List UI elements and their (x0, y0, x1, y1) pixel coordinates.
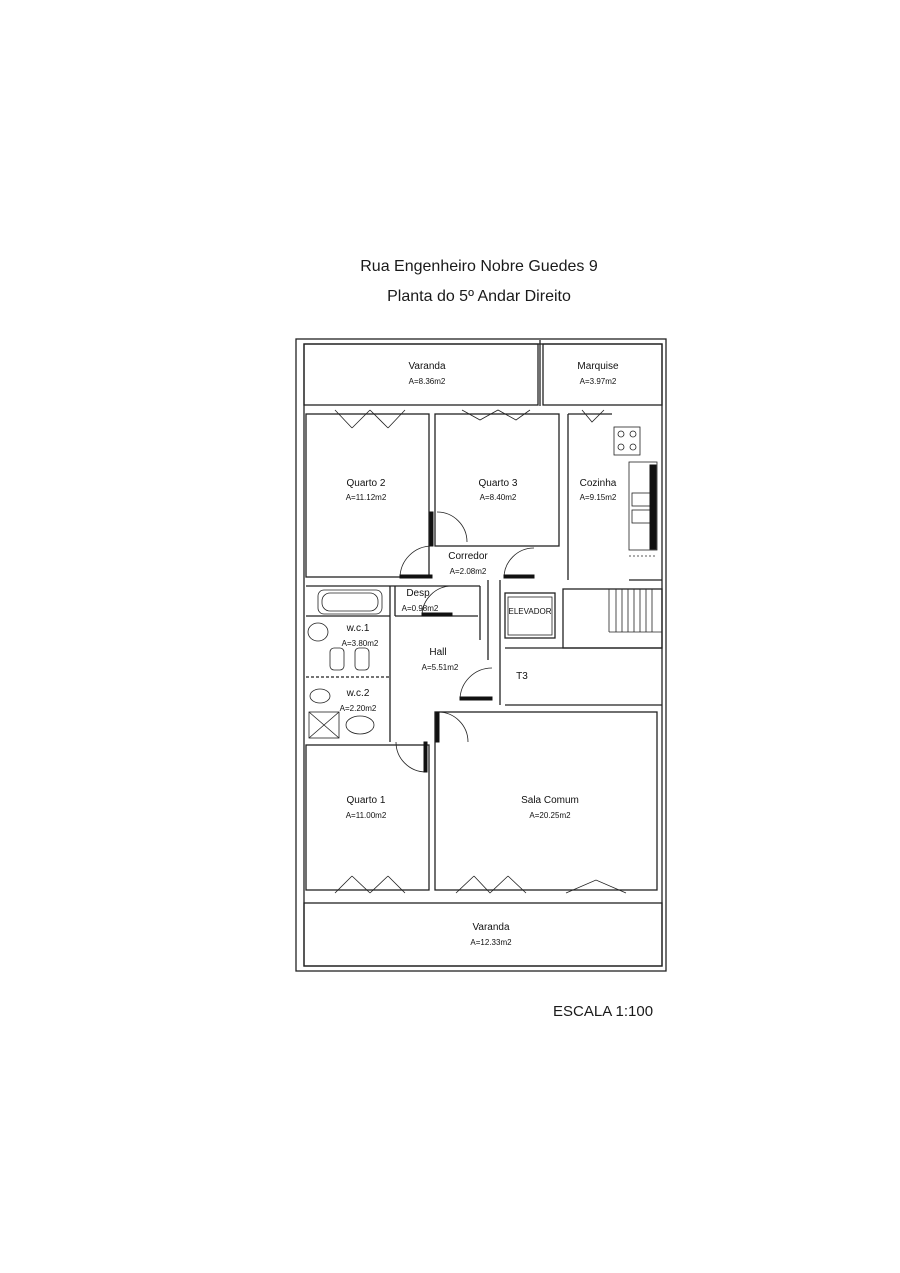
room-area-quarto3: A=8.40m2 (480, 493, 517, 502)
room-area-quarto2: A=11.12m2 (346, 493, 387, 502)
sala-outline (434, 711, 658, 891)
typology-label: T3 (516, 671, 528, 682)
elevator-shaft (504, 592, 556, 639)
door-desp (421, 585, 453, 617)
room-area-marquise: A=3.97m2 (580, 377, 617, 386)
quarto1-outline (305, 744, 430, 891)
toilet-icon (329, 647, 345, 671)
door-quarto3 (436, 511, 468, 543)
bidet-icon (354, 647, 370, 671)
room-area-varanda-bottom: A=12.33m2 (470, 938, 512, 947)
room-name-sala: Sala Comum (521, 795, 579, 806)
room-name-varanda-top: Varanda (408, 361, 446, 372)
varanda-bottom-outline (303, 902, 663, 967)
room-area-sala: A=20.25m2 (529, 811, 571, 820)
quarto2-outline (305, 413, 430, 578)
door-cozinha (503, 547, 535, 579)
staircase (562, 588, 663, 649)
room-name-wc1: w.c.1 (346, 623, 370, 634)
marquise-outline (542, 343, 663, 406)
plan-title: Rua Engenheiro Nobre Guedes 9 (360, 258, 598, 275)
room-name-hall: Hall (429, 647, 446, 658)
plan-subtitle: Planta do 5º Andar Direito (387, 288, 571, 305)
room-name-quarto1: Quarto 1 (347, 795, 386, 806)
inner-outline (303, 343, 663, 967)
room-area-corredor: A=2.08m2 (450, 567, 487, 576)
room-name-corredor: Corredor (448, 551, 488, 562)
door-quarto2 (399, 545, 433, 579)
washbasin2-icon (345, 715, 375, 735)
room-area-hall: A=5.51m2 (422, 663, 459, 672)
room-name-quarto3: Quarto 3 (479, 478, 518, 489)
stove-icon (613, 426, 641, 456)
window-quarto3 (461, 409, 531, 421)
window-quarto1 (334, 875, 406, 894)
quarto3-outline (434, 413, 560, 547)
room-name-quarto2: Quarto 2 (347, 478, 386, 489)
room-area-varanda-top: A=8.36m2 (409, 377, 446, 386)
counter (628, 461, 658, 551)
bathtub-icon (317, 589, 383, 615)
window-cozinha (581, 409, 605, 423)
washbasin-icon (307, 622, 329, 642)
window-sala-2 (565, 879, 627, 894)
room-area-wc2: A=2.20m2 (340, 704, 377, 713)
room-area-quarto1: A=11.00m2 (346, 811, 387, 820)
door-quarto1 (395, 741, 427, 773)
room-name-wc2: w.c.2 (346, 688, 370, 699)
toilet2-icon (309, 688, 331, 704)
room-name-cozinha: Cozinha (580, 478, 617, 489)
varanda-top-outline (303, 343, 539, 406)
shower-icon (308, 711, 340, 739)
elevator-label: ELEVADOR (509, 607, 552, 616)
room-area-desp: A=0.98m2 (402, 604, 439, 613)
room-area-wc1: A=3.80m2 (342, 639, 379, 648)
building-outline (295, 338, 667, 972)
window-sala-1 (455, 875, 527, 894)
room-name-varanda-bottom: Varanda (472, 922, 510, 933)
door-entrance (459, 667, 493, 701)
door-sala (437, 711, 469, 743)
scale-label: ESCALA 1:100 (553, 1003, 654, 1020)
room-area-cozinha: A=9.15m2 (580, 493, 617, 502)
window-quarto2 (334, 409, 406, 429)
room-name-marquise: Marquise (577, 361, 619, 372)
room-name-desp: Desp (406, 588, 430, 599)
